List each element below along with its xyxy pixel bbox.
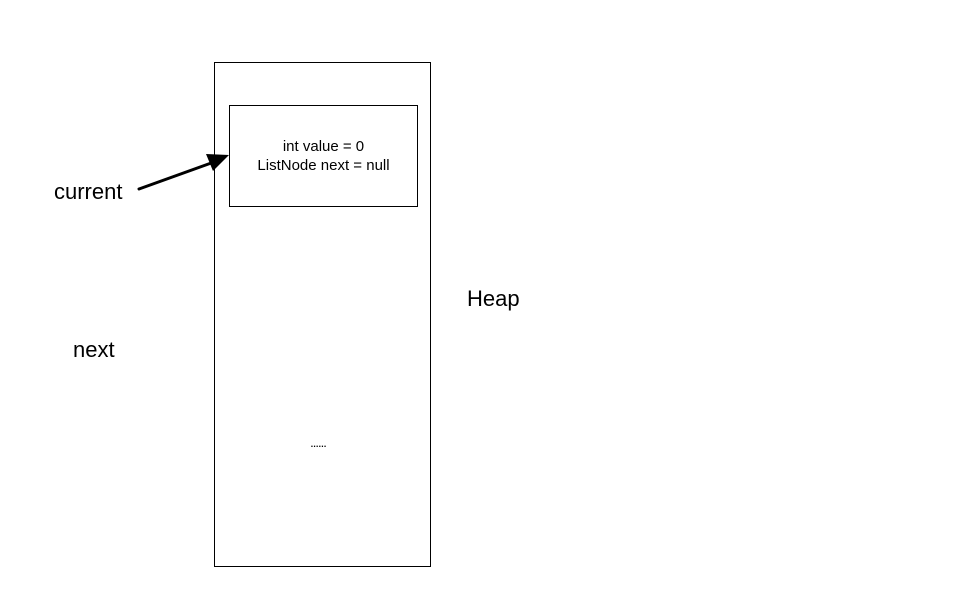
more-nodes-ellipsis: ...... [310,435,327,450]
arrow-shaft [137,160,216,191]
next-label: next [73,337,115,362]
node-field-next: ListNode next = null [257,157,390,174]
list-node: int value = 0 ListNode next = null [229,105,418,207]
heap-label: Heap [467,286,520,311]
node-field-value: int value = 0 [282,138,365,155]
heap-region [214,62,431,567]
current-label: current [54,179,123,204]
